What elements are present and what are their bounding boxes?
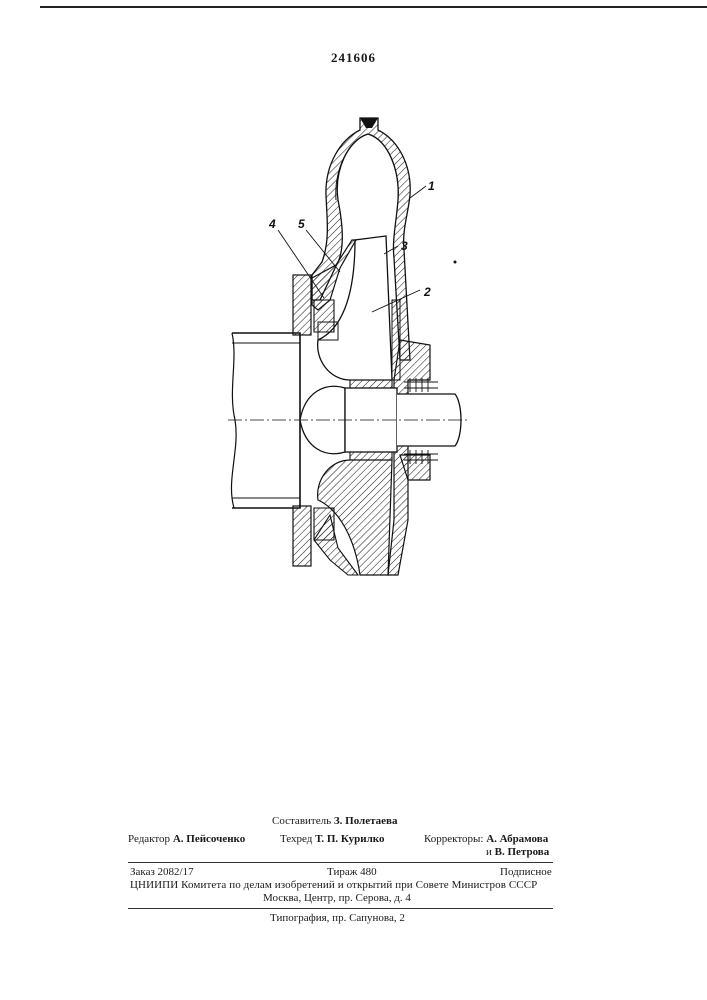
circulation: Тираж 480 (327, 866, 377, 878)
techred-line: Техред Т. П. Курилко (280, 833, 384, 845)
inlet-pipe (231, 333, 300, 508)
part-label-4: 4 (268, 217, 276, 231)
corrector-name-1: А. Абрамова (486, 833, 548, 845)
correctors-line: Корректоры: А. Абрамова (424, 833, 548, 845)
part-label-2: 2 (423, 285, 431, 299)
corrector-and: и (486, 846, 492, 858)
part-label-1: 1 (428, 179, 435, 193)
techred-name: Т. П. Курилко (315, 833, 384, 845)
address-line: Москва, Центр, пр. Серова, д. 4 (263, 892, 411, 904)
compiler-name: З. Полетаева (334, 815, 398, 827)
stray-dot-mark (454, 261, 457, 264)
printer-line: Типография, пр. Сапунова, 2 (270, 912, 405, 924)
part-label-5: 5 (298, 217, 305, 231)
part-label-3: 3 (401, 239, 408, 253)
imprint-divider-top (128, 862, 553, 863)
correctors-label: Корректоры: (424, 833, 483, 845)
editor-name: А. Пейсоченко (173, 833, 245, 845)
correctors-line-2: и В. Петрова (486, 846, 549, 858)
subscription-note: Подписное (500, 866, 552, 878)
corrector-name-2: В. Петрова (495, 846, 550, 858)
techred-label: Техред (280, 833, 312, 845)
editor-label: Редактор (128, 833, 170, 845)
institute-line: ЦНИИПИ Комитета по делам изобретений и о… (130, 879, 537, 891)
editor-line: Редактор А. Пейсоченко (128, 833, 245, 845)
compiler-label: Составитель (272, 815, 331, 827)
pump-cross-section-drawing: 1 2 3 4 5 (0, 0, 707, 620)
imprint-divider-bottom (128, 908, 553, 909)
compiler-line: Составитель З. Полетаева (272, 815, 397, 827)
order-number: Заказ 2082/17 (130, 866, 194, 878)
